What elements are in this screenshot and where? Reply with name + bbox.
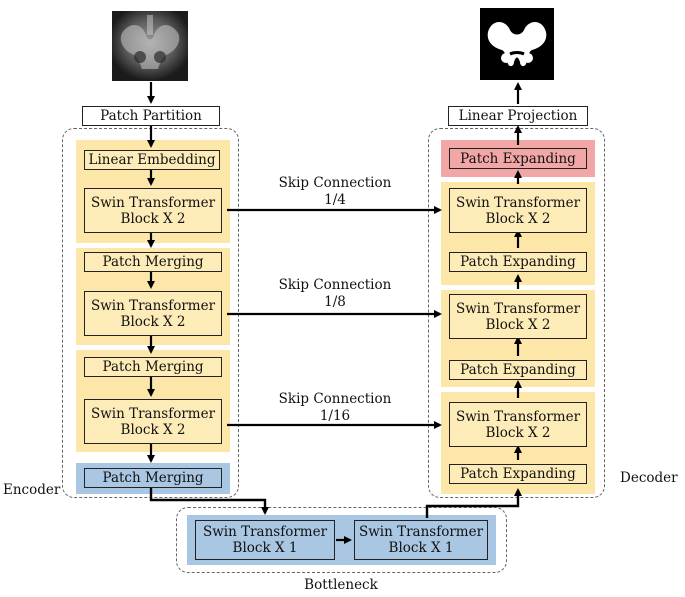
input-xray-image [112, 11, 188, 81]
encoder-swin-block-3-line1: Swin Transformer [90, 405, 216, 422]
output-segmentation-mask [480, 8, 554, 80]
skip-1-scale: 1/4 [324, 192, 346, 208]
decoder-patch-expanding-top: Patch Expanding [449, 148, 587, 169]
bottleneck-right-line2: Block X 1 [388, 540, 454, 556]
encoder-swin-block-2-line2: Block X 2 [120, 313, 186, 330]
decoder-patch-expanding-1-label: Patch Expanding [460, 254, 576, 270]
skip-connection-2-label: Skip Connection 1/8 [270, 277, 400, 311]
linear-embedding-box: Linear Embedding [84, 150, 220, 170]
bottleneck-right-line1: Swin Transformer [358, 524, 484, 540]
decoder-label: Decoder [620, 470, 678, 486]
linear-embedding-label: Linear Embedding [88, 152, 216, 168]
skip-3-scale: 1/16 [319, 408, 351, 424]
encoder-patch-merging-1: Patch Merging [84, 252, 222, 272]
decoder-patch-expanding-3: Patch Expanding [449, 464, 587, 484]
decoder-patch-expanding-top-label: Patch Expanding [460, 150, 576, 167]
encoder-swin-block-1-line1: Swin Transformer [90, 194, 216, 211]
encoder-swin-block-3-line2: Block X 2 [120, 421, 186, 438]
encoder-swin-block-2: Swin Transformer Block X 2 [84, 291, 222, 336]
skip-1-title: Skip Connection [278, 175, 392, 191]
decoder-swin-block-1-line2: Block X 2 [485, 210, 551, 227]
encoder-patch-merging-2-label: Patch Merging [102, 359, 204, 375]
decoder-patch-expanding-3-label: Patch Expanding [460, 466, 576, 482]
decoder-swin-block-2-line1: Swin Transformer [455, 300, 581, 317]
bottleneck-label: Bottleneck [304, 577, 378, 593]
bottleneck-left-line1: Swin Transformer [202, 524, 328, 540]
decoder-swin-block-3: Swin Transformer Block X 2 [449, 402, 587, 447]
encoder-patch-merging-3-label: Patch Merging [102, 470, 204, 486]
encoder-patch-merging-3: Patch Merging [84, 468, 222, 488]
patch-partition-label: Patch Partition [100, 108, 202, 124]
decoder-patch-expanding-2: Patch Expanding [449, 360, 587, 380]
decoder-patch-expanding-1: Patch Expanding [449, 252, 587, 272]
decoder-swin-block-1-line1: Swin Transformer [455, 194, 581, 211]
decoder-swin-block-3-line1: Swin Transformer [455, 408, 581, 425]
bottleneck-swin-block-right: Swin Transformer Block X 1 [354, 520, 488, 560]
encoder-swin-block-1: Swin Transformer Block X 2 [84, 188, 222, 233]
decoder-swin-block-1: Swin Transformer Block X 2 [449, 188, 587, 233]
decoder-swin-block-2-line2: Block X 2 [485, 316, 551, 333]
encoder-swin-block-3: Swin Transformer Block X 2 [84, 399, 222, 444]
skip-2-title: Skip Connection [278, 277, 392, 293]
skip-2-scale: 1/8 [324, 294, 346, 310]
encoder-swin-block-1-line2: Block X 2 [120, 210, 186, 227]
skip-connection-3-label: Skip Connection 1/16 [270, 391, 400, 425]
decoder-swin-block-3-line2: Block X 2 [485, 424, 551, 441]
encoder-patch-merging-2: Patch Merging [84, 357, 222, 377]
linear-projection-label: Linear Projection [458, 108, 578, 124]
bottleneck-group [176, 507, 507, 573]
bottleneck-left-line2: Block X 1 [232, 540, 298, 556]
patch-partition-box: Patch Partition [82, 106, 220, 126]
encoder-patch-merging-1-label: Patch Merging [102, 254, 204, 270]
skip-connection-1-label: Skip Connection 1/4 [270, 175, 400, 209]
decoder-patch-expanding-2-label: Patch Expanding [460, 362, 576, 378]
skip-3-title: Skip Connection [278, 391, 392, 407]
encoder-label: Encoder [3, 482, 61, 498]
linear-projection-box: Linear Projection [448, 106, 588, 126]
decoder-swin-block-2: Swin Transformer Block X 2 [449, 294, 587, 339]
bottleneck-swin-block-left: Swin Transformer Block X 1 [195, 520, 335, 560]
encoder-swin-block-2-line1: Swin Transformer [90, 297, 216, 314]
